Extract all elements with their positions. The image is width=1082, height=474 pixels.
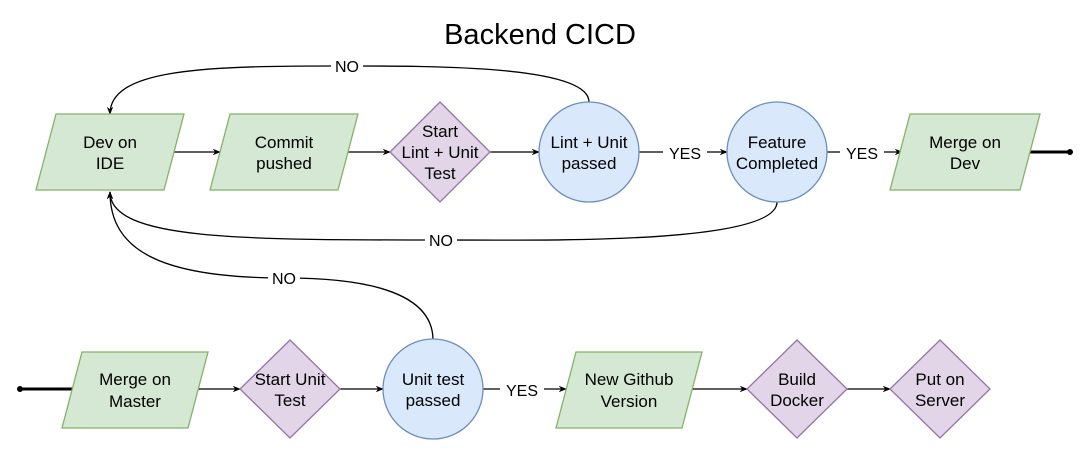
node-commit-pushed: Commit pushed (209, 113, 359, 191)
node-put-on-server-line2: Server (915, 391, 965, 410)
node-new-github-version-line2: Version (601, 392, 658, 411)
start-terminator-dot (17, 386, 23, 392)
node-start-unit-test-shape (239, 339, 341, 439)
node-start-lint-test: Start Lint + Unit Test (389, 101, 491, 203)
end-terminator-dot (1067, 149, 1073, 155)
node-feature-completed-line1: Feature (748, 133, 807, 152)
edge-label-unit-no: NO (272, 271, 296, 288)
edge-label-feature-yes: YES (846, 146, 878, 163)
node-dev-on-ide-line2: IDE (96, 154, 124, 173)
node-lint-passed: Lint + Unit passed (538, 101, 640, 203)
node-unit-test-passed-line1: Unit test (402, 370, 465, 389)
node-build-docker-shape (746, 339, 848, 439)
edge-label-lint-no: NO (335, 59, 359, 76)
node-merge-on-dev-line2: Dev (950, 154, 981, 173)
node-start-unit-test-line1: Start Unit (255, 370, 326, 389)
node-start-unit-test: Start Unit Test (239, 339, 341, 439)
node-new-github-version-shape (555, 351, 703, 429)
node-lint-passed-shape (538, 101, 640, 203)
diagram-title: Backend CICD (444, 19, 636, 51)
node-lint-passed-line2: passed (562, 154, 617, 173)
node-unit-test-passed-line2: passed (406, 391, 461, 410)
node-feature-completed-shape (726, 101, 828, 203)
node-merge-on-master: Merge on Master (61, 351, 209, 429)
node-start-lint-test-line3: Test (424, 164, 455, 183)
node-merge-on-dev: Merge on Dev (889, 113, 1041, 191)
node-put-on-server-shape (889, 339, 991, 439)
edge-lint-no-loop (106, 65, 590, 115)
edge-label-unit-yes: YES (506, 383, 538, 400)
edge-label-feature-no: NO (429, 233, 453, 250)
node-dev-on-ide: Dev on IDE (35, 113, 185, 191)
node-new-github-version: New Github Version (555, 351, 703, 429)
node-build-docker-line1: Build (778, 370, 816, 389)
node-build-docker: Build Docker (746, 339, 848, 439)
edge-label-lint-yes: YES (669, 146, 701, 163)
node-put-on-server: Put on Server (889, 339, 991, 439)
node-merge-on-master-shape (61, 351, 209, 429)
node-commit-pushed-shape (209, 113, 359, 191)
edge-unit-no-loop (106, 191, 434, 341)
node-commit-pushed-line1: Commit (255, 133, 314, 152)
node-feature-completed-line2: Completed (736, 154, 818, 173)
node-start-unit-test-line2: Test (274, 391, 305, 410)
node-commit-pushed-line2: pushed (256, 154, 312, 173)
node-start-lint-test-line1: Start (422, 122, 458, 141)
node-merge-on-master-line2: Master (109, 392, 161, 411)
node-feature-completed: Feature Completed (726, 101, 828, 203)
node-unit-test-passed-shape (382, 338, 484, 440)
node-dev-on-ide-shape (35, 113, 185, 191)
node-start-lint-test-line2: Lint + Unit (401, 143, 478, 162)
node-merge-on-dev-shape (889, 113, 1041, 191)
node-merge-on-dev-line1: Merge on (929, 133, 1001, 152)
node-unit-test-passed: Unit test passed (382, 338, 484, 440)
node-start-lint-test-shape (389, 101, 491, 203)
node-dev-on-ide-line1: Dev on (83, 133, 137, 152)
node-build-docker-line2: Docker (770, 391, 824, 410)
node-merge-on-master-line1: Merge on (99, 370, 171, 389)
node-new-github-version-line1: New Github (585, 370, 674, 389)
edge-labels: NO YES YES NO NO YES (268, 57, 884, 400)
node-put-on-server-line1: Put on (915, 370, 964, 389)
node-lint-passed-line1: Lint + Unit (550, 133, 627, 152)
